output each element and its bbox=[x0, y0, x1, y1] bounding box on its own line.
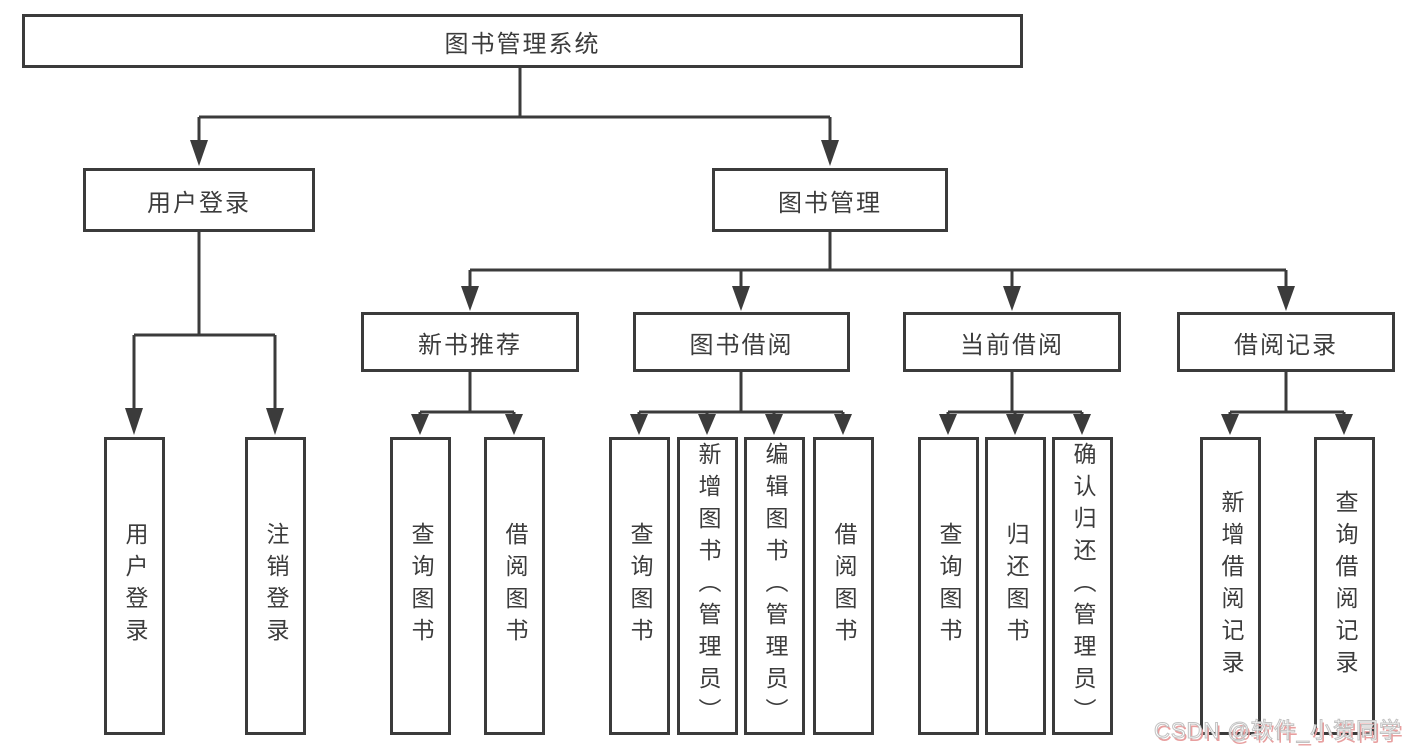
node-book-borrow: 图书借阅 bbox=[633, 312, 850, 372]
leaf-borrow-books-recommend-label: 借阅图书 bbox=[502, 522, 528, 650]
leaf-logout-label: 注销登录 bbox=[263, 522, 289, 650]
leaf-query-books-current-label: 查询图书 bbox=[936, 522, 962, 650]
node-user-login: 用户登录 bbox=[83, 168, 315, 232]
arrowheads bbox=[125, 140, 1353, 435]
leaf-borrow-books: 借阅图书 bbox=[813, 437, 874, 735]
leaf-add-borrow-record: 新增借阅记录 bbox=[1200, 437, 1261, 735]
leaf-query-books-recommend: 查询图书 bbox=[390, 437, 451, 735]
arrow-down-icon bbox=[732, 286, 750, 311]
arrow-down-icon bbox=[505, 414, 523, 435]
connector-new-book-children bbox=[418, 372, 516, 415]
leaf-borrow-books-recommend: 借阅图书 bbox=[484, 437, 545, 735]
leaf-return-book-label: 归还图书 bbox=[1003, 522, 1029, 650]
arrow-down-icon bbox=[698, 414, 716, 435]
arrow-down-icon bbox=[461, 286, 479, 311]
connector-user-login-children bbox=[132, 232, 277, 409]
arrow-down-icon bbox=[821, 140, 839, 166]
arrow-down-icon bbox=[1221, 414, 1239, 435]
leaf-add-borrow-record-label: 新增借阅记录 bbox=[1218, 490, 1244, 682]
arrow-down-icon bbox=[125, 408, 143, 435]
leaf-add-book-admin-label: 新增图书（管理员） bbox=[695, 442, 721, 730]
node-current-borrow-label: 当前借阅 bbox=[960, 331, 1064, 359]
arrow-down-icon bbox=[1003, 286, 1021, 311]
arrow-down-icon bbox=[1006, 414, 1024, 435]
leaf-query-books-recommend-label: 查询图书 bbox=[408, 522, 434, 650]
leaf-edit-book-admin-label: 编辑图书（管理员） bbox=[762, 442, 788, 730]
node-book-management: 图书管理 bbox=[712, 168, 948, 232]
leaf-query-borrow-record: 查询借阅记录 bbox=[1314, 437, 1375, 735]
leaf-query-books-borrow-label: 查询图书 bbox=[627, 522, 653, 650]
arrow-down-icon bbox=[630, 414, 648, 435]
leaf-query-borrow-record-label: 查询借阅记录 bbox=[1332, 490, 1358, 682]
leaf-add-book-admin: 新增图书（管理员） bbox=[677, 437, 738, 735]
leaf-logout: 注销登录 bbox=[245, 437, 306, 735]
arrow-down-icon bbox=[266, 408, 284, 435]
node-new-book-recommend: 新书推荐 bbox=[361, 312, 579, 372]
connector-book-management-to-level3 bbox=[468, 232, 1288, 287]
node-book-management-label: 图书管理 bbox=[778, 189, 882, 217]
node-root-label: 图书管理系统 bbox=[444, 30, 601, 58]
node-borrow-records-label: 借阅记录 bbox=[1234, 331, 1338, 359]
node-borrow-records: 借阅记录 bbox=[1177, 312, 1395, 372]
leaf-borrow-books-label: 借阅图书 bbox=[831, 522, 857, 650]
arrow-down-icon bbox=[939, 414, 957, 435]
leaf-confirm-return-admin: 确认归还（管理员） bbox=[1052, 437, 1113, 735]
arrow-down-icon bbox=[1335, 414, 1353, 435]
leaf-query-books-current: 查询图书 bbox=[918, 437, 979, 735]
leaf-confirm-return-admin-label: 确认归还（管理员） bbox=[1070, 442, 1096, 730]
arrow-down-icon bbox=[765, 414, 783, 435]
arrow-down-icon bbox=[1277, 286, 1295, 311]
connector-current-borrow-children bbox=[946, 372, 1084, 415]
leaf-user-login-label: 用户登录 bbox=[122, 522, 148, 650]
connector-book-borrow-children bbox=[637, 372, 845, 415]
csdn-watermark: CSDN @软件_小贺同学 bbox=[1153, 718, 1402, 744]
arrow-down-icon bbox=[1073, 414, 1091, 435]
connector-root-to-level2 bbox=[197, 68, 832, 141]
leaf-query-books-borrow: 查询图书 bbox=[609, 437, 670, 735]
arrow-down-icon bbox=[190, 140, 208, 166]
node-book-borrow-label: 图书借阅 bbox=[689, 331, 794, 359]
node-root: 图书管理系统 bbox=[22, 14, 1023, 68]
node-new-book-recommend-label: 新书推荐 bbox=[418, 331, 522, 359]
arrow-down-icon bbox=[834, 414, 852, 435]
connector-borrow-record-children bbox=[1228, 372, 1346, 415]
arrow-down-icon bbox=[411, 414, 429, 435]
leaf-user-login: 用户登录 bbox=[104, 437, 165, 735]
node-user-login-label: 用户登录 bbox=[147, 189, 251, 217]
leaf-edit-book-admin: 编辑图书（管理员） bbox=[744, 437, 805, 735]
leaf-return-book: 归还图书 bbox=[985, 437, 1046, 735]
node-current-borrow: 当前借阅 bbox=[903, 312, 1121, 372]
